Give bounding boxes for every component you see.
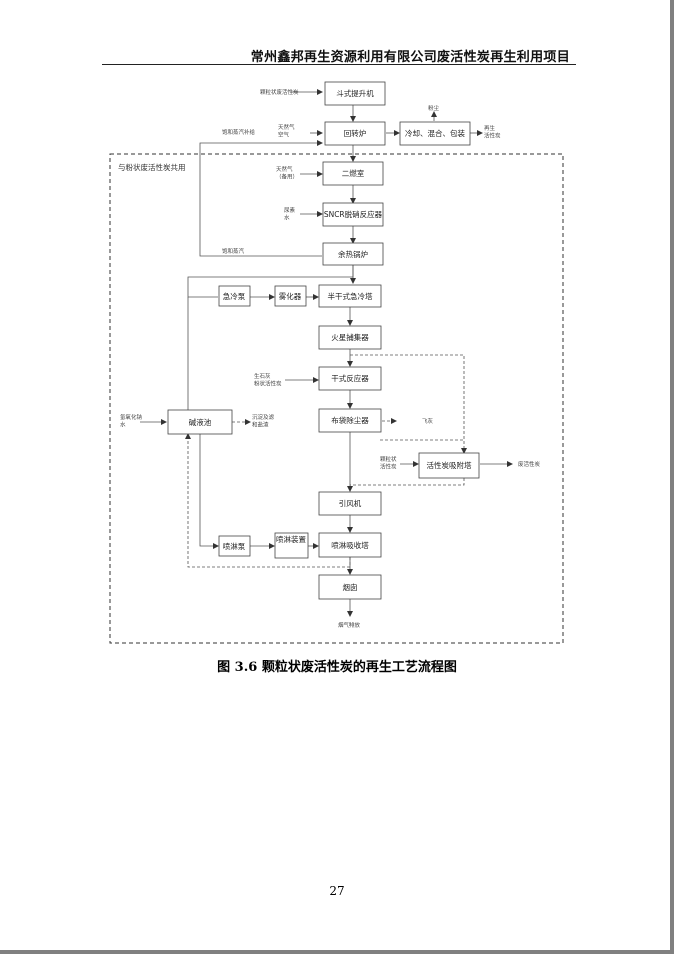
sodium-hydroxide-note: 氢氧化钠水 bbox=[120, 413, 143, 428]
natural-gas-air-note: 天然气空气 bbox=[278, 123, 295, 138]
spray-device-box bbox=[274, 532, 309, 559]
sncr-reactor-box bbox=[322, 202, 384, 227]
urea-note: 尿素水 bbox=[284, 206, 296, 221]
process-flow-diagram: 与粉状废活性炭共用 bbox=[109, 81, 564, 644]
secondary-chamber-box bbox=[322, 161, 384, 186]
dry-reactor-box bbox=[318, 366, 382, 391]
atomizer-label: 雾化器 bbox=[279, 291, 302, 301]
page-number: 27 bbox=[329, 884, 345, 898]
fly-ash-note: 飞灰 bbox=[422, 417, 434, 425]
carbon-adsorption-tower-label: 活性炭吸附塔 bbox=[427, 460, 472, 470]
dashed-connectors bbox=[185, 354, 467, 568]
cool-mix-pack-box bbox=[399, 121, 471, 146]
induced-fan-box bbox=[318, 491, 382, 516]
spray-pump-label: 喷淋泵 bbox=[223, 541, 246, 551]
figure-caption: 图 3.6 颗粒状废活性炭的再生工艺流程图 bbox=[217, 660, 457, 675]
rotary-kiln-label: 回转炉 bbox=[344, 128, 367, 138]
spent-carbon-note: 废活性炭 bbox=[518, 460, 541, 468]
waste-heat-boiler-label: 余热锅炉 bbox=[338, 249, 368, 259]
bag-filter-box bbox=[318, 408, 382, 433]
header-title: 常州鑫邦再生资源利用有限公司废活性炭再生利用项目 bbox=[250, 50, 570, 65]
carbon-adsorption-tower-box bbox=[418, 452, 480, 479]
dust-note: 粉尘 bbox=[428, 104, 440, 112]
shared-region-label: 与粉状废活性炭共用 bbox=[118, 162, 186, 172]
quench-pump-box bbox=[218, 285, 251, 307]
granular-carbon-note: 颗粒状活性炭 bbox=[380, 455, 397, 470]
flow-connectors bbox=[140, 89, 513, 626]
chimney-box bbox=[318, 574, 382, 600]
sncr-reactor-label: SNCR脱硝反应器 bbox=[324, 209, 383, 219]
spark-catcher-box bbox=[318, 325, 382, 350]
recycled-carbon-note: 再生活性炭 bbox=[484, 124, 501, 139]
spark-catcher-label: 火星捕集器 bbox=[331, 332, 369, 342]
granular-waste-carbon-note: 颗粒状废活性炭 bbox=[260, 88, 299, 96]
bucket-elevator-label: 斗式提升机 bbox=[336, 88, 374, 98]
natural-gas-backup-note: 天然气（备用） bbox=[276, 165, 298, 180]
spray-device-label: 喷淋装置 bbox=[276, 534, 306, 544]
induced-fan-label: 引风机 bbox=[339, 498, 362, 508]
bucket-elevator-box bbox=[324, 81, 386, 106]
quench-pump-label: 急冷泵 bbox=[223, 291, 246, 301]
flue-gas-emission-note: 烟气排放 bbox=[338, 621, 361, 629]
lime-carbon-note: 生石灰粉状活性炭 bbox=[254, 372, 282, 387]
atomizer-box bbox=[274, 285, 307, 307]
alkali-tank-label: 碱液池 bbox=[189, 417, 212, 427]
secondary-chamber-label: 二燃室 bbox=[342, 168, 365, 178]
spray-absorber-label: 喷淋吸收塔 bbox=[331, 540, 369, 550]
header-rule bbox=[102, 64, 576, 65]
rotary-kiln-box bbox=[324, 121, 386, 146]
cool-mix-pack-label: 冷却、混合、包装 bbox=[405, 128, 465, 138]
semi-dry-quench-tower-label: 半干式急冷塔 bbox=[328, 291, 373, 301]
waste-heat-boiler-box bbox=[322, 242, 384, 266]
spray-pump-box bbox=[218, 535, 251, 557]
alkali-tank-box bbox=[167, 409, 233, 435]
chimney-label: 烟囱 bbox=[343, 582, 358, 592]
dry-reactor-label: 干式反应器 bbox=[331, 373, 369, 383]
spray-absorber-box bbox=[318, 532, 382, 558]
saturated-steam-note: 饱和蒸汽 bbox=[222, 247, 245, 255]
saturated-steam-supply-note: 饱和蒸汽补给 bbox=[222, 128, 256, 136]
salt-residue-note: 沉淀及滤和盐渣 bbox=[252, 413, 275, 428]
shared-region-border bbox=[109, 153, 564, 644]
bag-filter-label: 布袋除尘器 bbox=[331, 415, 369, 425]
semi-dry-quench-tower-box bbox=[318, 284, 382, 308]
